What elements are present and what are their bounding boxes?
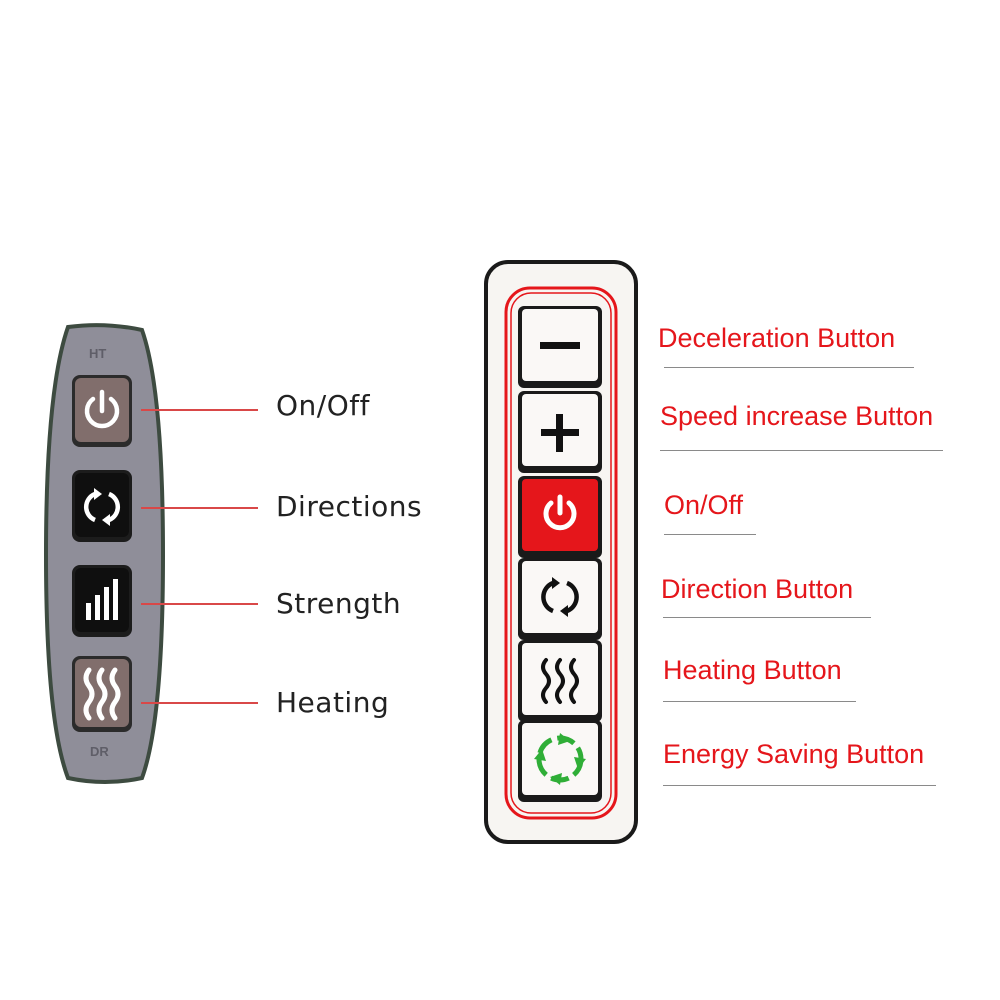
red-border-outer	[504, 286, 618, 820]
direction-button[interactable]	[518, 558, 602, 640]
label-heating: Heating	[276, 686, 390, 719]
power-icon	[84, 389, 120, 429]
left-bottom-tag: DR	[90, 744, 109, 759]
rotate-arrows-icon	[84, 488, 120, 526]
label-underline	[664, 534, 756, 535]
left-heating-button[interactable]	[72, 656, 132, 732]
red-border-inner	[510, 292, 612, 814]
rotate-arrows-icon	[541, 577, 579, 617]
label-deceleration: Deceleration Button	[658, 323, 896, 353]
label-strength: Strength	[276, 587, 402, 620]
label-underline	[663, 617, 871, 618]
label-energy-saving: Energy Saving Button	[663, 739, 925, 769]
label-underline	[660, 450, 943, 451]
label-underline	[664, 367, 914, 368]
energy-saving-button[interactable]	[518, 720, 602, 802]
eco-arrows-icon	[534, 733, 586, 785]
speed-increase-button[interactable]	[518, 391, 602, 473]
plus-icon	[541, 414, 579, 452]
label-underline	[663, 785, 936, 786]
deceleration-button[interactable]	[518, 306, 602, 388]
left-directions-button[interactable]	[72, 470, 132, 542]
left-power-button[interactable]	[72, 375, 132, 447]
label-direction: Direction Button	[661, 574, 854, 604]
power-icon	[543, 494, 577, 531]
label-on-off: On/Off	[276, 389, 370, 422]
minus-icon	[540, 342, 580, 349]
left-top-tag: HT	[89, 346, 107, 361]
label-underline	[663, 701, 856, 702]
signal-bars-icon	[86, 579, 118, 620]
label-directions: Directions	[276, 490, 423, 523]
label-on-off-right: On/Off	[664, 490, 744, 520]
power-button[interactable]	[518, 476, 602, 558]
heat-waves-icon	[541, 658, 579, 704]
left-strength-button[interactable]	[72, 565, 132, 637]
heating-button[interactable]	[518, 640, 602, 722]
heat-waves-icon	[83, 667, 121, 721]
label-heating-right: Heating Button	[663, 655, 842, 685]
label-speed-increase: Speed increase Button	[660, 401, 934, 431]
